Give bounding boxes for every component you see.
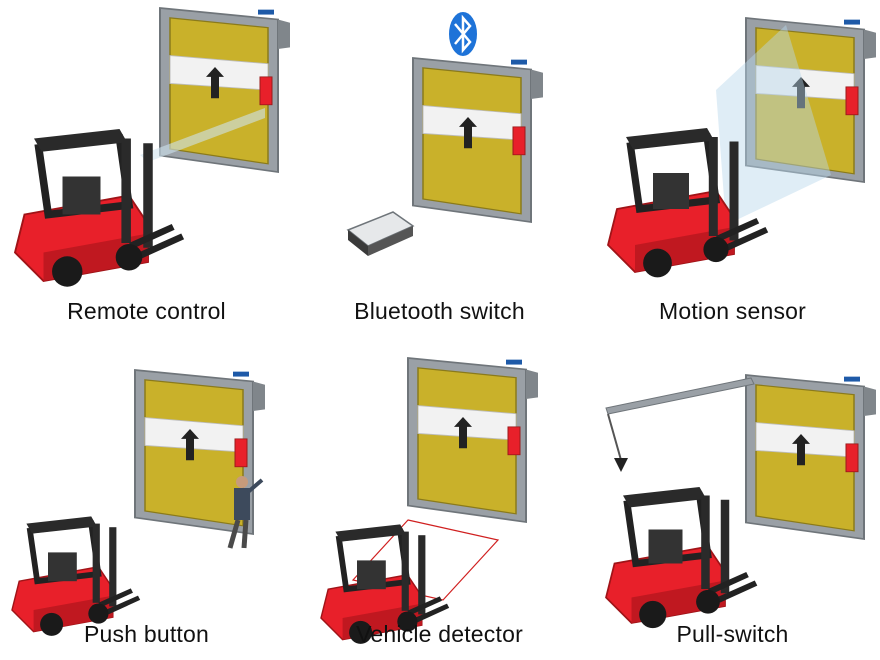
panel-motion-sensor: Motion sensor — [586, 0, 879, 330]
person-icon — [227, 476, 264, 549]
caption-vehicle-detector: Vehicle detector — [356, 621, 523, 647]
vehicle-detection-loop — [351, 519, 500, 601]
high-speed-door-icon — [412, 57, 544, 223]
forklift-icon — [606, 487, 757, 628]
bluetooth-icon — [449, 12, 477, 56]
high-speed-door-icon — [745, 374, 877, 540]
panel-pull-switch: Pull-switch — [586, 330, 879, 660]
remote-signal-beam — [140, 108, 265, 162]
caption-bluetooth-switch: Bluetooth switch — [354, 298, 525, 324]
caption-pull-switch: Pull-switch — [676, 621, 789, 647]
caption-push-button: Push button — [84, 621, 209, 647]
down-arrow-icon — [614, 458, 628, 472]
forklift-icon — [12, 516, 140, 636]
panel-bluetooth-switch: Bluetooth switch — [293, 0, 586, 330]
remote-control-icon — [346, 211, 415, 256]
caption-motion-sensor: Motion sensor — [658, 298, 807, 324]
caption-remote-control: Remote control — [67, 298, 226, 324]
motion-sensor-field — [716, 25, 831, 225]
high-speed-door-icon — [407, 357, 539, 523]
pull-cord — [607, 413, 622, 461]
panel-vehicle-detector: Vehicle detector — [293, 330, 586, 660]
panel-push-button: Push button — [0, 330, 293, 660]
pull-switch-bar — [605, 377, 755, 415]
panel-remote-control: Remote control — [0, 0, 293, 330]
